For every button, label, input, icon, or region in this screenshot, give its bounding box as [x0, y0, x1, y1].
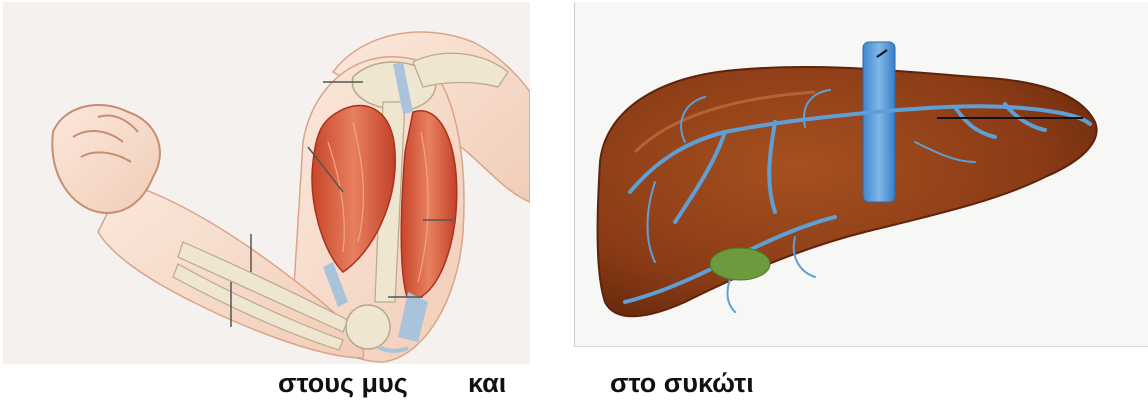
caption-and: και — [468, 366, 506, 400]
arm-drawing — [3, 2, 530, 364]
caption-muscles: στους μυς — [278, 366, 408, 400]
caption-liver: στο συκώτι — [610, 366, 754, 400]
liver-drawing — [575, 2, 1148, 347]
arm-muscle-illustration — [3, 2, 530, 364]
liver-illustration — [574, 2, 1148, 347]
